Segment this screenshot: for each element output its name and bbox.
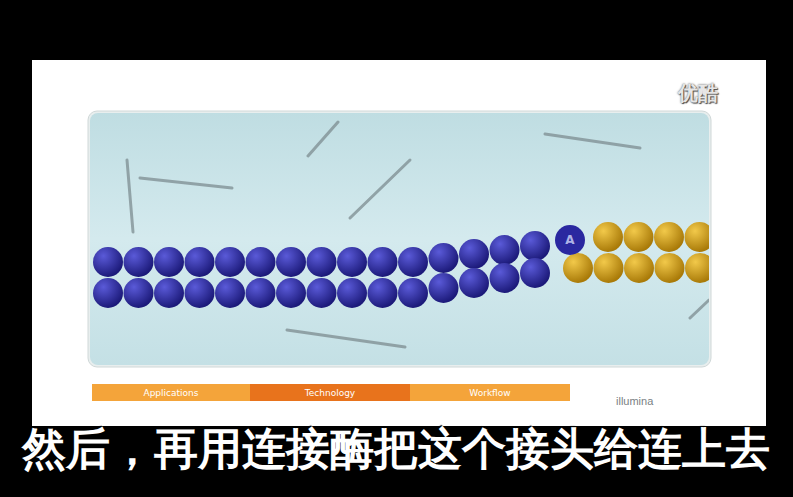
node-text: Workflow xyxy=(469,388,510,398)
subtitle: 然后，再用连接酶把这个接头给连上去 xyxy=(22,420,770,479)
nucleotide-bead xyxy=(185,278,215,308)
bead-fill xyxy=(555,225,585,255)
nucleotide-bead xyxy=(307,278,337,308)
nav-tab: Workflow xyxy=(410,384,570,401)
nucleotide-bead xyxy=(124,278,154,308)
nucleotide-bead xyxy=(685,222,710,252)
nav-tab-active: Technology xyxy=(250,384,410,401)
animation-window xyxy=(90,113,709,365)
floating-fragments xyxy=(127,122,709,347)
nucleotide-bead xyxy=(563,253,593,283)
nucleotide-bead xyxy=(337,278,367,308)
nucleotide-bead xyxy=(490,263,520,293)
nucleotide-bead xyxy=(624,253,654,283)
nucleotide-bead xyxy=(654,222,684,252)
nucleotide-bead xyxy=(215,278,245,308)
nucleotide-bead xyxy=(429,243,459,273)
nucleotide-bead xyxy=(594,253,624,283)
adenine-bead: A xyxy=(555,225,585,255)
nucleotide-bead xyxy=(429,273,459,303)
nucleotide-bead xyxy=(185,247,215,277)
nucleotide-bead xyxy=(276,247,306,277)
frame xyxy=(88,111,711,367)
nucleotide-bead xyxy=(246,247,276,277)
watermark: 优酷 xyxy=(678,80,718,107)
nucleotide-bead xyxy=(154,247,184,277)
nucleotide-bead xyxy=(593,222,623,252)
nucleotide-bead xyxy=(398,247,428,277)
nucleotide-bead xyxy=(368,247,398,277)
nucleotide-bead xyxy=(520,231,550,261)
nucleotide-bead xyxy=(276,278,306,308)
nucleotide-bead xyxy=(307,247,337,277)
node-text: Technology xyxy=(305,388,355,398)
node-text: A xyxy=(565,233,574,247)
nucleotide-bead xyxy=(459,239,489,269)
nucleotide-bead xyxy=(655,253,685,283)
white-panel xyxy=(32,60,766,426)
nav-tab: Applications xyxy=(92,384,250,401)
nucleotide-bead xyxy=(459,268,489,298)
nucleotide-bead xyxy=(246,278,276,308)
nucleotide-bead xyxy=(337,247,367,277)
logo-text: illumina xyxy=(616,395,653,407)
nucleotide-bead xyxy=(154,278,184,308)
nucleotide-bead xyxy=(490,235,520,265)
nucleotide-bead xyxy=(685,253,709,283)
nucleotide-bead xyxy=(215,247,245,277)
nucleotide-bead xyxy=(124,247,154,277)
dna-strands xyxy=(93,122,709,347)
nucleotide-bead xyxy=(398,278,428,308)
nucleotide-bead xyxy=(624,222,654,252)
nucleotide-bead xyxy=(520,258,550,288)
nucleotide-bead xyxy=(93,247,123,277)
node-text: Applications xyxy=(144,388,199,398)
nucleotide-bead xyxy=(93,278,123,308)
nucleotide-bead xyxy=(368,278,398,308)
